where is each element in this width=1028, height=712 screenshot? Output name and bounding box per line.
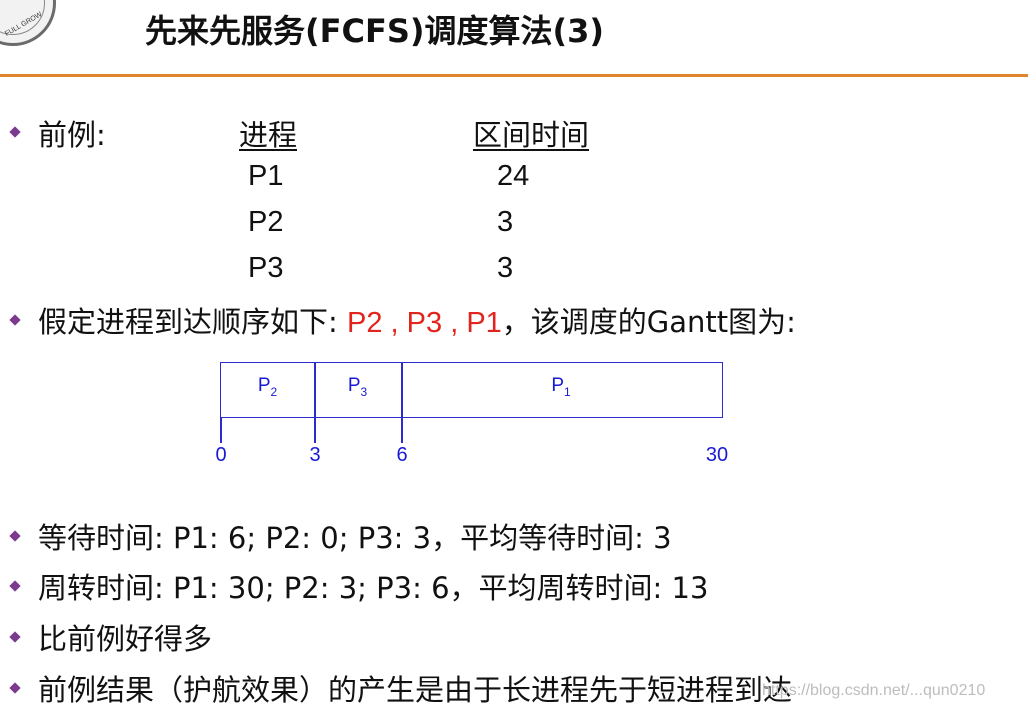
title-divider: [0, 74, 1028, 77]
process-column-header: 进程: [239, 118, 298, 152]
convoy-effect-text: 前例结果（护航效果）的产生是由于长进程先于短进程到达: [38, 673, 793, 707]
arrival-separator: ,: [382, 307, 407, 339]
watermark: https://blog.csdn.net/...qun0210: [762, 682, 986, 699]
gantt-segment-p1: P1: [551, 375, 571, 399]
table-row-process: P2: [248, 206, 284, 238]
table-row-burst: 3: [497, 252, 514, 284]
arrival-order-p1: P1: [466, 307, 502, 339]
diamond-bullet-icon: [9, 314, 21, 326]
gantt-divider: [314, 363, 316, 417]
turnaround-time-text: 周转时间: P1: 30; P2: 3; P3: 6，平均周转时间: 13: [38, 571, 709, 605]
arrival-prefix: 假定进程到达顺序如下:: [38, 305, 347, 339]
gantt-divider: [401, 363, 403, 417]
gantt-tick: [401, 417, 403, 443]
diamond-bullet-icon: [9, 631, 21, 643]
arrival-separator: ,: [442, 307, 467, 339]
gantt-tick: [314, 417, 316, 443]
waiting-time-text: 等待时间: P1: 6; P2: 0; P3: 3，平均等待时间: 3: [38, 521, 672, 555]
arrival-order-text: 假定进程到达顺序如下: P2 , P3 , P1，该调度的Gantt图为:: [38, 299, 796, 341]
diamond-bullet-icon: [9, 530, 21, 542]
university-logo: FULL GROW: [0, 0, 56, 46]
arrival-order-p2: P2: [347, 307, 383, 339]
arrival-suffix: ，该调度的Gantt图为:: [501, 305, 796, 339]
diamond-bullet-icon: [9, 580, 21, 592]
gantt-tick-label: 6: [396, 444, 408, 466]
gantt-tick: [220, 417, 222, 443]
table-row-burst: 24: [497, 160, 530, 192]
gantt-tick-label: 0: [215, 444, 227, 466]
diamond-bullet-icon: [9, 126, 21, 138]
example-label: 前例:: [38, 118, 106, 152]
table-row-burst: 3: [497, 206, 514, 238]
burst-column-header: 区间时间: [473, 118, 590, 152]
table-row-process: P1: [248, 160, 284, 192]
slide-title: 先来先服务(FCFS)调度算法(3): [145, 12, 605, 50]
table-row-process: P3: [248, 252, 284, 284]
gantt-chart: P2 P3 P1: [220, 362, 723, 418]
diamond-bullet-icon: [9, 682, 21, 694]
gantt-segment-p2: P2: [257, 375, 278, 399]
gantt-tick-label: 30: [705, 444, 729, 466]
comparison-text: 比前例好得多: [38, 622, 213, 656]
gantt-tick-label: 3: [309, 444, 321, 466]
gantt-segment-p3: P3: [347, 375, 368, 399]
arrival-order-p3: P3: [406, 307, 443, 339]
